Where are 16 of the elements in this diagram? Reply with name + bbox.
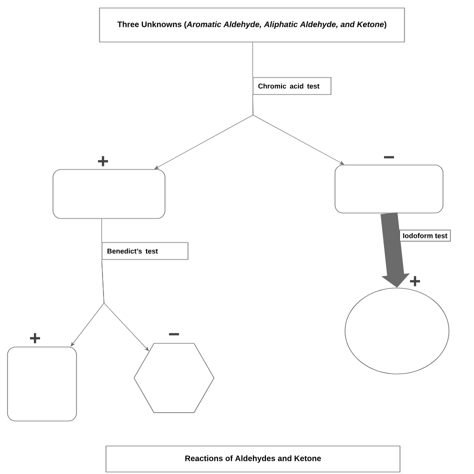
sign-label: − bbox=[169, 333, 180, 336]
heading-box: Reactions of Aldehydes and Ketone bbox=[106, 446, 400, 472]
sign-label: + bbox=[410, 276, 420, 286]
circle bbox=[344, 288, 450, 374]
hexagon bbox=[134, 343, 214, 413]
title-box: Three Unknowns (Aromatic Aldehyde, Aliphatic Aldehyde, and Ketone) bbox=[99, 8, 405, 42]
arrow bbox=[252, 94, 344, 165]
sign-label: + bbox=[30, 333, 40, 344]
sign-label: + bbox=[98, 156, 108, 166]
rounded-box bbox=[52, 169, 166, 219]
connector-line bbox=[101, 218, 102, 242]
rounded-box bbox=[334, 164, 444, 214]
sign-label: − bbox=[384, 156, 394, 158]
rounded-box bbox=[7, 346, 77, 422]
arrow bbox=[101, 260, 149, 352]
connector-line bbox=[252, 42, 253, 78]
